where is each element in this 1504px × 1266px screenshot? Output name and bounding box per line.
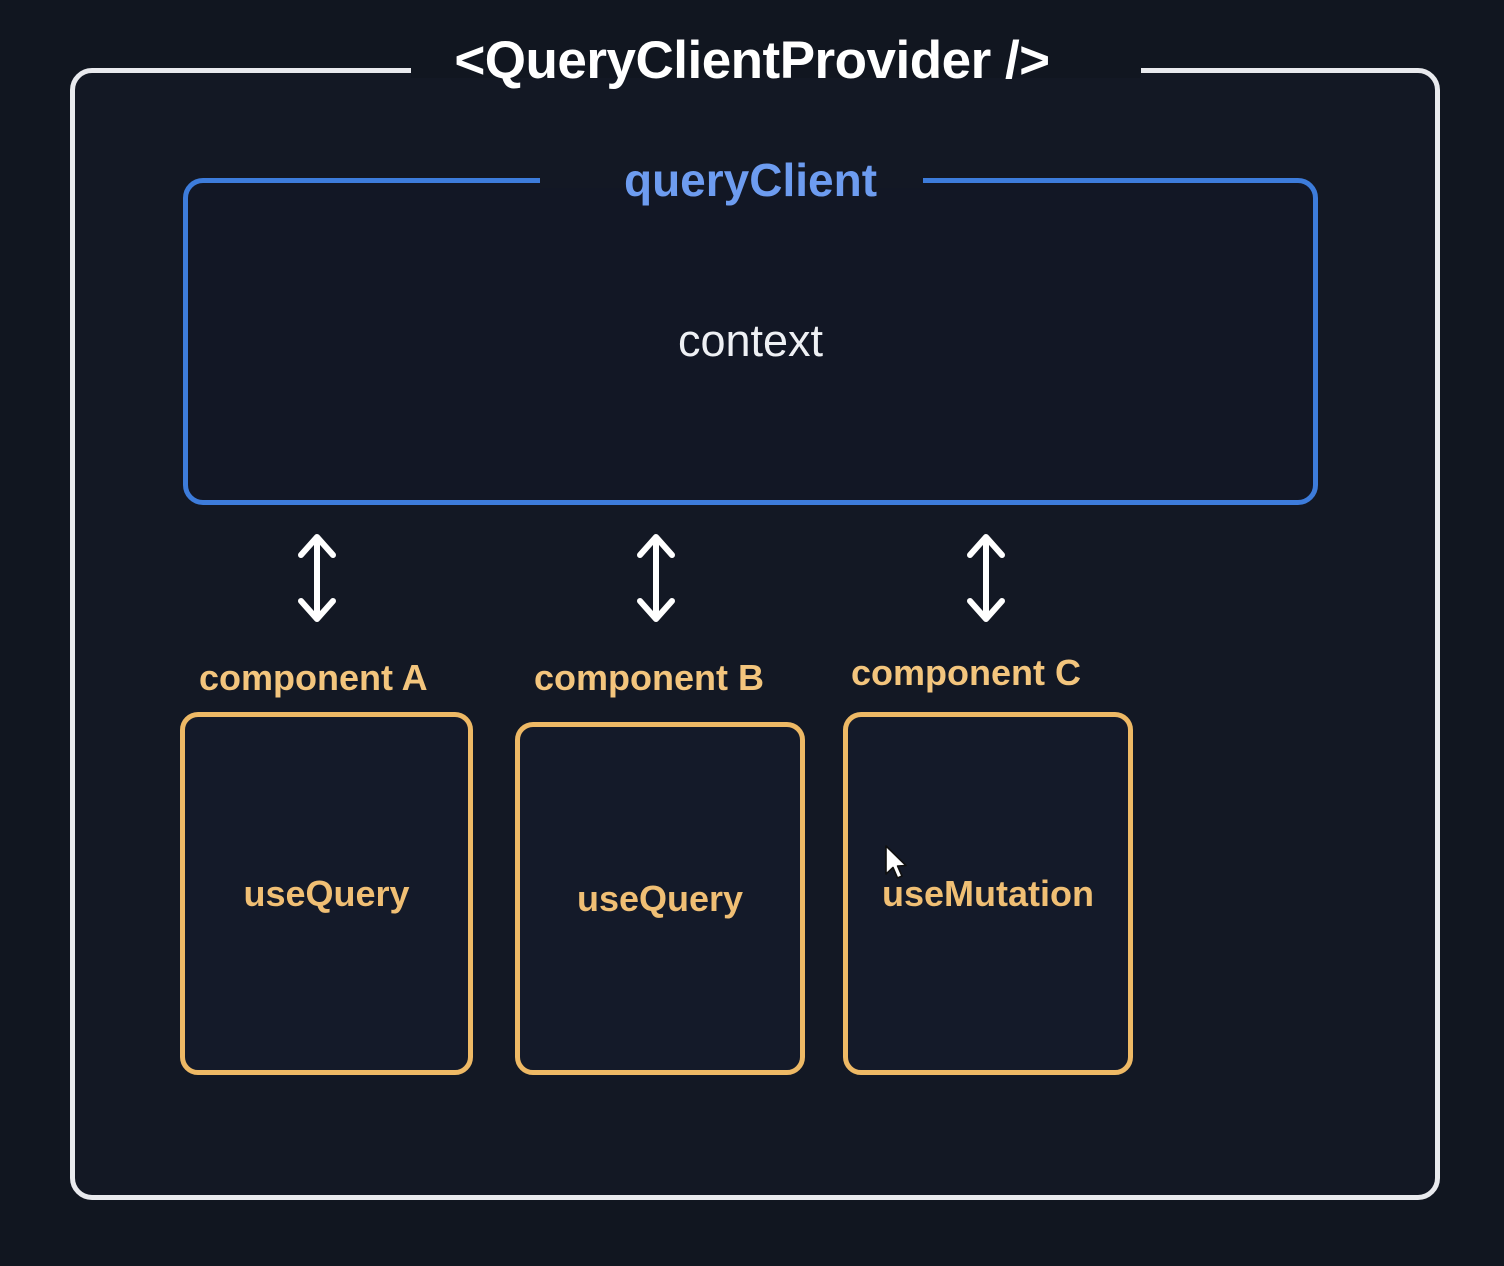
- double-arrow-icon-c: [959, 530, 1013, 626]
- context-label: context: [677, 315, 824, 366]
- provider-title-label: <QueryClientProvider />: [454, 31, 1050, 90]
- component-box-a[interactable]: useQuery: [180, 712, 473, 1075]
- query-client-box: [183, 174, 1318, 505]
- hook-label-c: useMutation: [882, 872, 1094, 914]
- double-arrow-icon-a: [290, 530, 344, 626]
- hook-label-b: useQuery: [576, 877, 744, 919]
- component-box-b[interactable]: useQuery: [515, 722, 805, 1075]
- component-box-c[interactable]: useMutation: [843, 712, 1133, 1075]
- component-label-a: component A: [199, 657, 428, 698]
- query-client-title-label: queryClient: [623, 154, 878, 206]
- provider-title-border-gap: [411, 64, 1141, 78]
- double-arrow-icon-b: [629, 530, 683, 626]
- component-label-c: component C: [851, 652, 1081, 693]
- hook-label-a: useQuery: [243, 872, 410, 914]
- component-label-b: component B: [534, 657, 764, 698]
- query-client-title-border-gap: [540, 174, 923, 188]
